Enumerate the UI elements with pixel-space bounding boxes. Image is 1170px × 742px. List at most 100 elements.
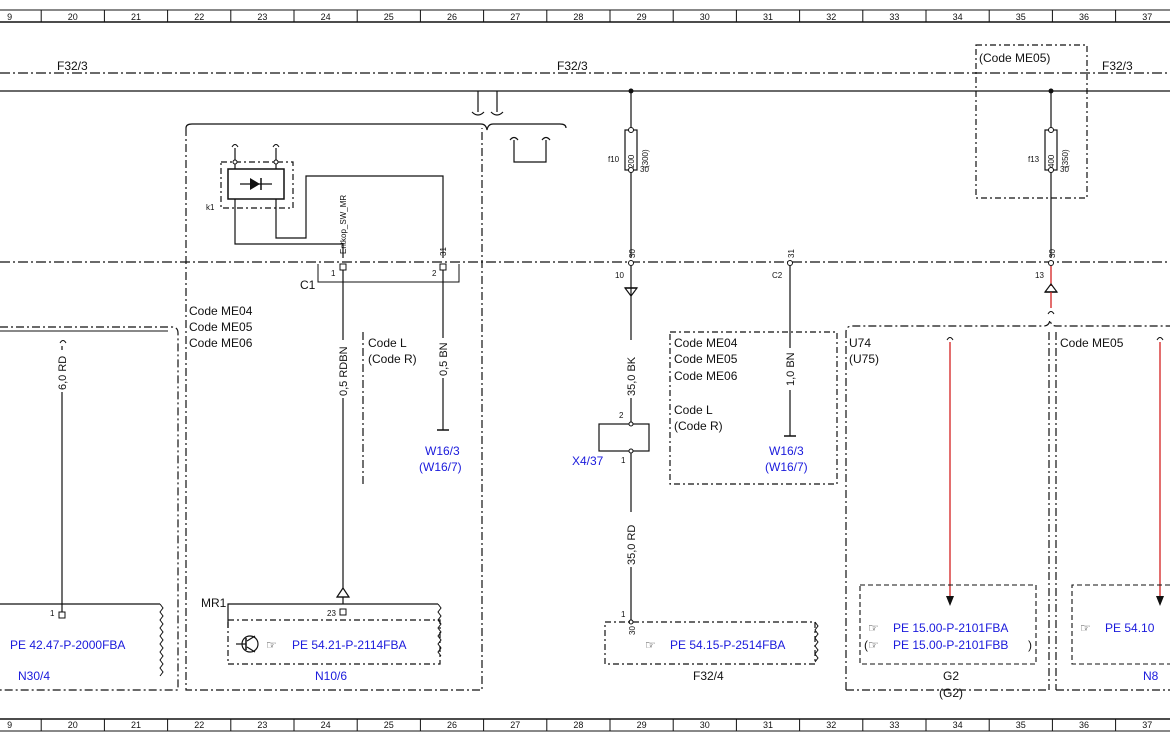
- ruler-number: 32: [826, 720, 836, 730]
- u74-line-2: (U75): [849, 352, 879, 366]
- ruler-number: 24: [321, 12, 331, 22]
- x4-37-pin-bot: 1: [621, 456, 626, 465]
- ruler-number: 30: [700, 720, 710, 730]
- hand-pointer-icon: ☞: [868, 638, 879, 652]
- ruler-number: 9: [7, 12, 12, 22]
- relay-block: k1 Entkop_SW_MR 31: [185, 128, 483, 691]
- codes-block-2-line-2: Code ME05: [674, 352, 738, 366]
- component-f32-4: ☞ PE 54.15-P-2514FBA F32/4: [604, 621, 819, 683]
- w16-1-line-1[interactable]: W16/3: [425, 444, 460, 458]
- ruler-number: 20: [68, 720, 78, 730]
- x4-37-name[interactable]: X4/37: [572, 454, 604, 468]
- wire-60-rd-label: 6,0 RD: [57, 356, 69, 390]
- code-l-2-line-1: Code L: [674, 403, 713, 417]
- codes-block-2-line-1: Code ME04: [674, 336, 738, 350]
- ruler-number: 23: [257, 12, 267, 22]
- bus-label-right: F32/3: [1102, 59, 1133, 73]
- n10-6-name[interactable]: N10/6: [315, 669, 347, 683]
- f32-4-ref[interactable]: PE 54.15-P-2514FBA: [670, 638, 785, 652]
- ruler-number: 29: [637, 720, 647, 730]
- hand-pointer-icon: ☞: [645, 638, 656, 652]
- ruler-number: 22: [194, 12, 204, 22]
- bus-crossover: [185, 91, 567, 163]
- code-l-1-line-2: (Code R): [368, 352, 417, 366]
- hand-pointer-icon: ☞: [266, 638, 277, 652]
- ruler-number: 35: [1016, 720, 1026, 730]
- x4-37-pin-top: 2: [619, 411, 624, 420]
- ruler-number: 21: [131, 12, 141, 22]
- relay-signal-label: Entkop_SW_MR: [339, 195, 348, 254]
- wire-05-rdbn: 0,5 RDBN: [335, 270, 351, 604]
- wire-10-bn-label: 1,0 BN: [785, 352, 797, 386]
- bus-f32-3: F32/3 F32/3 F32/3: [0, 59, 1170, 92]
- n30-4-ref[interactable]: PE 42.47-P-2000FBA: [10, 638, 125, 652]
- g2-ref-2[interactable]: PE 15.00-P-2101FBB: [893, 638, 1008, 652]
- component-g2: ☞ PE 15.00-P-2101FBA ( ☞ PE 15.00-P-2101…: [859, 584, 1037, 700]
- ruler-number: 33: [889, 720, 899, 730]
- relay-k1-label: k1: [206, 203, 215, 212]
- n8-ref[interactable]: PE 54.10: [1105, 621, 1155, 635]
- c1-label: C1: [300, 278, 316, 292]
- codes-block-2-line-3: Code ME06: [674, 369, 738, 383]
- code-me05-right-label: Code ME05: [1060, 336, 1124, 350]
- g2-alt-name: (G2): [939, 686, 963, 700]
- ruler-number: 29: [637, 12, 647, 22]
- fuse-f10: f10 200 (300) 30: [608, 88, 650, 258]
- ruler-number: 23: [257, 720, 267, 730]
- component-n8: ☞ PE 54.10 N8: [1071, 584, 1170, 683]
- f32-pin1: 1: [621, 610, 626, 619]
- ruler-number: 21: [131, 720, 141, 730]
- ruler-number: 27: [510, 12, 520, 22]
- g2-paren-close: ): [1028, 638, 1032, 652]
- ruler-number: 9: [7, 720, 12, 730]
- ruler-number: 22: [194, 720, 204, 730]
- u74-line-1: U74: [849, 336, 871, 350]
- ruler-number: 31: [763, 12, 773, 22]
- ruler-number: 31: [763, 720, 773, 730]
- n10-6-ref[interactable]: PE 54.21-P-2114FBA: [292, 638, 407, 652]
- wire-05-rdbn-label: 0,5 RDBN: [338, 346, 350, 396]
- ruler-number: 25: [384, 12, 394, 22]
- g2-ref-1[interactable]: PE 15.00-P-2101FBA: [893, 621, 1008, 635]
- w16-2-line-2[interactable]: (W16/7): [765, 460, 808, 474]
- fuse-f13-name: f13: [1028, 155, 1040, 164]
- component-n10-6: MR1 23 ☞ PE 54.21-P-2114FBA N10/6: [201, 596, 442, 683]
- fuse-f13-alt: (350): [1061, 149, 1070, 168]
- relay-pin31: 31: [439, 247, 448, 256]
- ruler-number: 20: [68, 12, 78, 22]
- n10-pin23: 23: [327, 609, 336, 618]
- ruler-number: 24: [321, 720, 331, 730]
- ruler-number: 26: [447, 720, 457, 730]
- ruler-number: 33: [889, 12, 899, 22]
- diode-icon: [240, 178, 272, 190]
- code-l-2-line-2: (Code R): [674, 419, 723, 433]
- w16-2-line-1[interactable]: W16/3: [769, 444, 804, 458]
- g2-name: G2: [943, 669, 959, 683]
- c1-pin2: 2: [432, 269, 437, 278]
- fuse-f13-rating: 400: [1047, 154, 1056, 168]
- fuse-f10-name: f10: [608, 155, 620, 164]
- c2-label: C2: [772, 271, 783, 280]
- c2-pin: 31: [787, 249, 796, 258]
- f32-pin30: 30: [628, 626, 637, 635]
- code-l-block-1: Code L (Code R): [362, 332, 417, 485]
- code-me05-label: (Code ME05): [979, 51, 1050, 65]
- pin-10: 10: [615, 271, 624, 280]
- pin-30b: 30: [1048, 249, 1057, 258]
- wire-05-bn-label: 0,5 BN: [438, 342, 450, 376]
- pin-30a: 30: [628, 249, 637, 258]
- x4-37-column: 30 10 35,0 BK 2 1 X4/37 35,0 RD 1 30: [572, 249, 650, 635]
- codes-block-1-line-3: Code ME06: [189, 336, 253, 350]
- codes-block-1-line-1: Code ME04: [189, 304, 253, 318]
- n8-name[interactable]: N8: [1143, 669, 1159, 683]
- transistor-icon: [236, 635, 259, 653]
- component-n30-4: 6,0 RD 1 PE 42.47-P-2000FBA N30/4: [0, 326, 179, 691]
- ruler-number: 32: [826, 12, 836, 22]
- code-me05-box: (Code ME05): [975, 44, 1088, 199]
- n30-4-name[interactable]: N30/4: [18, 669, 50, 683]
- pin-13: 13: [1035, 271, 1044, 280]
- ruler-number: 35: [1016, 12, 1026, 22]
- f32-4-name: F32/4: [693, 669, 724, 683]
- w16-1-line-2[interactable]: (W16/7): [419, 460, 462, 474]
- ruler-number: 28: [573, 720, 583, 730]
